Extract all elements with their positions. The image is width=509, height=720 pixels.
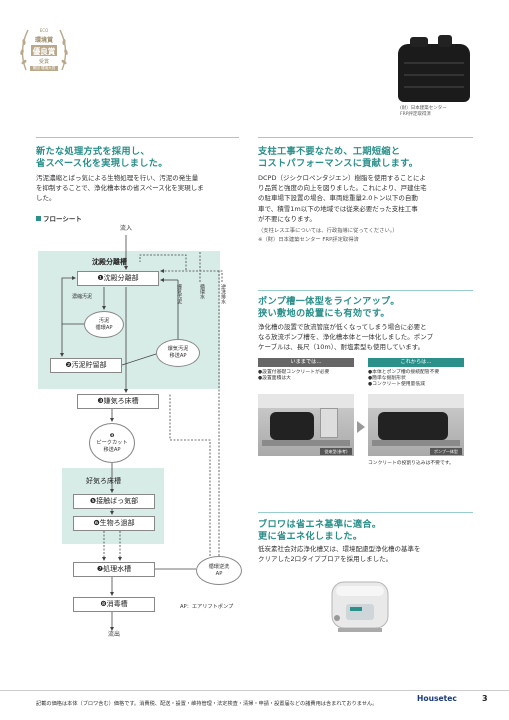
box-sedimentation-separation: ❶沈殿分離部 xyxy=(77,271,159,286)
sludge-circulation-ap: 汚泥循環AP xyxy=(84,311,124,338)
blower-photo xyxy=(328,574,392,638)
box-sludge-storage: ❷汚泥貯留部 xyxy=(50,358,122,373)
divider-right-mid xyxy=(258,290,473,291)
sedimentation-zone-title: 沈殿分離槽 xyxy=(92,258,127,266)
box-treated-water: ❼処理水槽 xyxy=(73,562,155,577)
housetec-logo: Housetec xyxy=(417,694,457,703)
after-install-photo: ポンプ一体型 xyxy=(368,394,464,456)
right1-headline: 支柱工事不要なため、工期短縮と コストパフォーマンスに貢献します。 xyxy=(258,146,419,169)
before-label: いままでは… xyxy=(258,358,354,367)
award-line3: 優良賞 xyxy=(32,47,56,56)
sludge-transfer-ap: 爆気汚泥移送AP xyxy=(156,339,200,367)
divider-right-bottom xyxy=(258,512,473,513)
award-line5: 第回 環境大賞 xyxy=(30,66,58,71)
right1-note: （支柱レス工事については、行政指導に従ってください。） ※（財）日本建築センター… xyxy=(258,228,398,243)
right3-body: 低炭素社会対応浄化槽又は、環境配慮型浄化槽の基準を クリアした2口タイプブロアを… xyxy=(258,545,421,564)
right3-headline: ブロワは省エネ基準に適合。 更に省エネ化しました。 xyxy=(258,519,382,542)
vertical-label-2: 循環水 xyxy=(199,284,205,299)
after-photo-tag: ポンプ一体型 xyxy=(430,448,462,455)
footer-disclaimer: 記載の価格は本体（ブロワ含む）価格です。消費税、配送・設置・維持管理・法定検査・… xyxy=(36,701,378,707)
award-line4: 受賞 xyxy=(38,59,49,65)
award-emblem: ECO 環境賞 優良賞 受賞 第回 環境大賞 xyxy=(16,20,72,80)
right1-body: DCPD（ジシクロペンタジエン）樹脂を使用することによ り品質と強度の向上を図り… xyxy=(258,174,427,223)
concentrated-sludge-label: 濃縮汚泥 xyxy=(72,294,93,300)
right2-headline: ポンプ槽一体型をラインアップ。 狭い敷地の設置にも有効です。 xyxy=(258,296,400,319)
flow-sheet-title: フローシート xyxy=(36,213,82,223)
left-headline: 新たな処理方式を採用し、 省スペース化を実現しました。 xyxy=(36,146,168,169)
box-disinfection: ❽消毒槽 xyxy=(73,597,155,612)
box-biological-filtration: ❻生物ろ過部 xyxy=(73,516,155,531)
divider-left-top xyxy=(36,137,239,138)
after-points: ●本体とポンプ槽の接続配管不要 ●簡単な掘削形状 ●コンクリート使用量低減 xyxy=(368,370,440,387)
after-label: これからは… xyxy=(368,358,464,367)
page-number: 3 xyxy=(482,694,488,703)
left-body: 汚泥濃縮とばっ気による生物処理を行い、汚泥の発生量 を抑制することで、浄化槽本体… xyxy=(36,174,204,203)
photo-caption: コンクリートの投割り込みは不要です。 xyxy=(368,461,454,466)
vertical-label-1: 爆気汚泥 xyxy=(176,284,182,304)
award-laurel-icon xyxy=(20,29,68,71)
septic-tank-photo xyxy=(398,35,470,102)
tank-caption: (財）日本建築センター FRP評定取得済 xyxy=(400,106,447,117)
inflow-label: 流入 xyxy=(120,225,133,232)
right2-body: 浄化槽の設置で放流管底が低くなってしまう場合に必要と なる放流ポンプ槽を、浄化槽… xyxy=(258,323,434,352)
before-photo-tag: 従来型(参考) xyxy=(320,448,352,455)
vertical-label-3: 逆洗排水 xyxy=(220,284,226,304)
box-anaerobic-filter: ❸嫌気ろ床槽 xyxy=(77,394,159,409)
divider-right-top xyxy=(258,137,473,138)
arrow-right-icon xyxy=(357,418,365,433)
award-line2: 環境賞 xyxy=(34,37,53,44)
aerobic-zone-title: 好気ろ床槽 xyxy=(86,477,121,485)
ap-legend: AP：エアリフトポンプ xyxy=(180,604,234,610)
outflow-label: 流出 xyxy=(108,631,121,638)
box-contact-aeration: ❺接触ばっ気部 xyxy=(73,494,155,509)
award-line1: ECO xyxy=(39,28,49,33)
peakcut-transfer-ap: ❹ ピークカット 移送AP xyxy=(89,423,135,463)
before-points: ●設置付基礎コンクリートが必要 ●設置面積は大 xyxy=(258,370,330,381)
footer-rule xyxy=(0,690,509,691)
before-install-photo: 従来型(参考) xyxy=(258,394,354,456)
